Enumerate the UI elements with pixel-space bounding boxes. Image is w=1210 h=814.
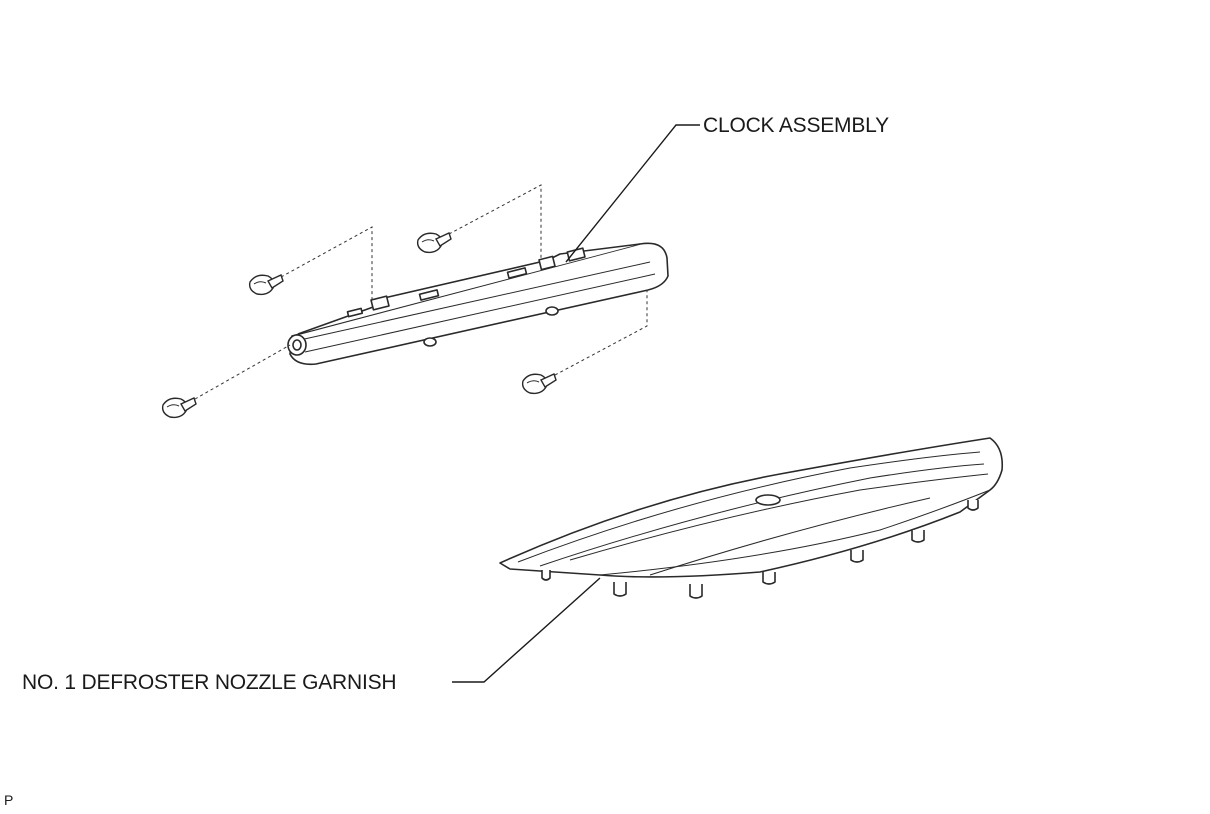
screw-1	[248, 274, 284, 296]
figure-code: P	[4, 792, 14, 808]
clock-assembly	[287, 242, 669, 366]
alignment-lines	[194, 184, 648, 400]
screw-2	[416, 232, 452, 254]
screw-3	[161, 397, 197, 419]
screw-4	[521, 373, 557, 395]
garnish-leader	[452, 577, 601, 683]
defroster-nozzle-garnish-label: NO. 1 DEFROSTER NOZZLE GARNISH	[22, 671, 397, 694]
defroster-nozzle-garnish	[499, 437, 1004, 599]
clock-assembly-label: CLOCK ASSEMBLY	[703, 114, 889, 137]
clock-assembly-leader	[565, 124, 700, 263]
